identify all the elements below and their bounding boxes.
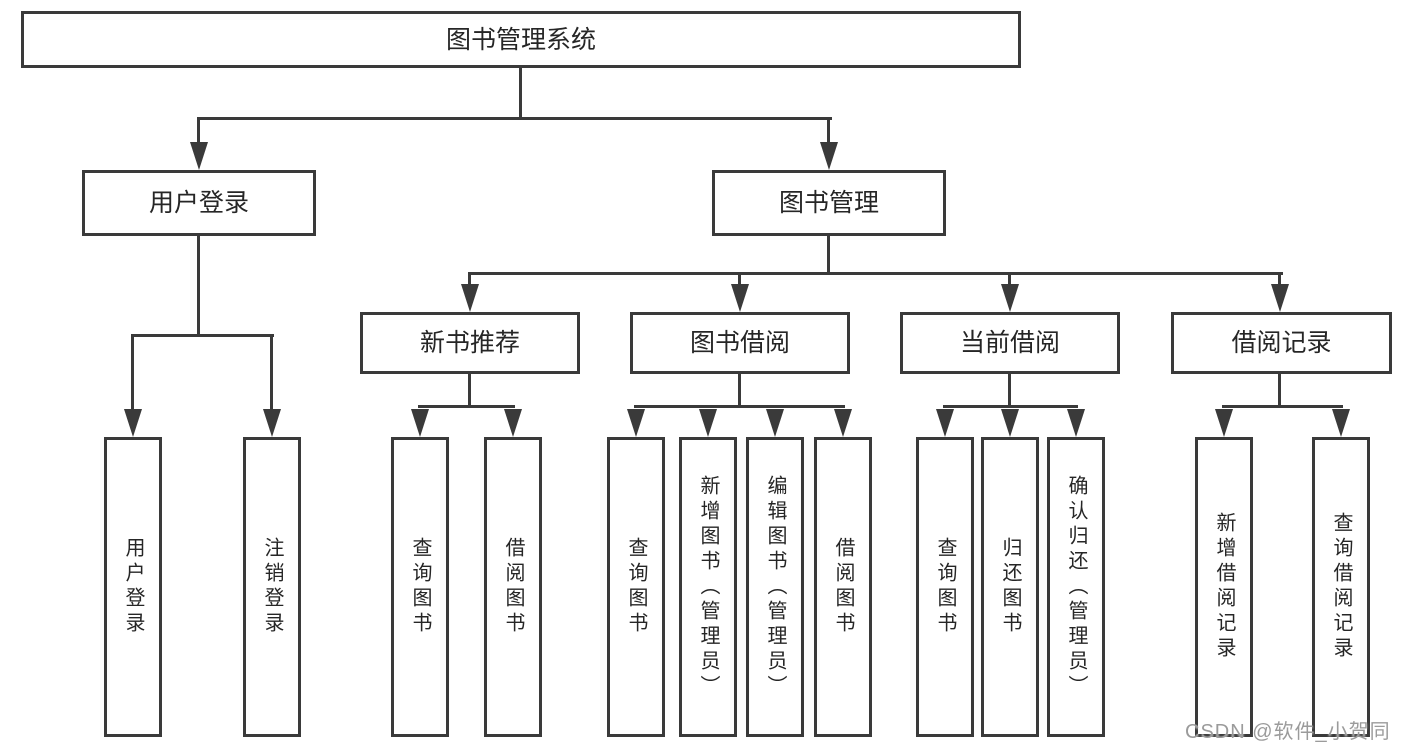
connector-line: [1278, 374, 1281, 405]
arrow-down-icon: [731, 284, 749, 312]
leaf-add-borrow-record: 新增借阅记录: [1195, 437, 1253, 737]
csdn-watermark: CSDN @软件_小贺同学: [1185, 721, 1391, 743]
leaf-logout: 注销登录: [243, 437, 301, 737]
connector-line: [131, 337, 134, 409]
connector-line: [468, 374, 471, 405]
arrow-down-icon: [1332, 409, 1350, 437]
node-user-login: 用户登录: [82, 170, 316, 236]
connector-line: [738, 374, 741, 405]
leaf-query-books: 查询图书: [607, 437, 665, 737]
connector-line: [197, 120, 200, 146]
node-book-borrowing: 图书借阅: [630, 312, 850, 374]
leaf-add-book-admin: 新增图书（管理员）: [679, 437, 737, 737]
arrow-down-icon: [1001, 284, 1019, 312]
arrow-down-icon: [766, 409, 784, 437]
connector-line: [1008, 275, 1011, 285]
leaf-query-borrow-record: 查询借阅记录: [1312, 437, 1370, 737]
arrow-down-icon: [124, 409, 142, 437]
leaf-borrow-books: 借阅图书: [484, 437, 542, 737]
arrow-down-icon: [1215, 409, 1233, 437]
connector-line: [468, 272, 1283, 275]
leaf-return-book: 归还图书: [981, 437, 1039, 737]
connector-line: [519, 68, 522, 117]
arrow-down-icon: [1001, 409, 1019, 437]
connector-line: [827, 120, 830, 146]
connector-line: [1278, 275, 1281, 285]
leaf-user-login: 用户登录: [104, 437, 162, 737]
arrow-down-icon: [834, 409, 852, 437]
connector-line: [197, 236, 200, 334]
connector-line: [1222, 405, 1343, 408]
arrow-down-icon: [820, 142, 838, 170]
arrow-down-icon: [461, 284, 479, 312]
connector-line: [418, 405, 515, 408]
leaf-edit-book-admin: 编辑图书（管理员）: [746, 437, 804, 737]
connector-line: [827, 236, 830, 272]
leaf-confirm-return-admin: 确认归还（管理员）: [1047, 437, 1105, 737]
leaf-query-books: 查询图书: [391, 437, 449, 737]
node-borrowing-records: 借阅记录: [1171, 312, 1392, 374]
arrow-down-icon: [699, 409, 717, 437]
connector-line: [131, 334, 274, 337]
node-current-borrowing: 当前借阅: [900, 312, 1120, 374]
arrow-down-icon: [1271, 284, 1289, 312]
node-library-management-system: 图书管理系统: [21, 11, 1021, 68]
arrow-down-icon: [263, 409, 281, 437]
node-book-management: 图书管理: [712, 170, 946, 236]
leaf-borrow-books: 借阅图书: [814, 437, 872, 737]
arrow-down-icon: [627, 409, 645, 437]
arrow-down-icon: [504, 409, 522, 437]
connector-line: [943, 405, 1078, 408]
connector-line: [634, 405, 845, 408]
arrow-down-icon: [411, 409, 429, 437]
arrow-down-icon: [190, 142, 208, 170]
connector-line: [1008, 374, 1011, 405]
connector-line: [270, 337, 273, 409]
connector-line: [197, 117, 832, 120]
leaf-query-books: 查询图书: [916, 437, 974, 737]
arrow-down-icon: [1067, 409, 1085, 437]
arrow-down-icon: [936, 409, 954, 437]
connector-line: [468, 275, 471, 285]
connector-line: [738, 275, 741, 285]
node-new-book-recommendation: 新书推荐: [360, 312, 580, 374]
